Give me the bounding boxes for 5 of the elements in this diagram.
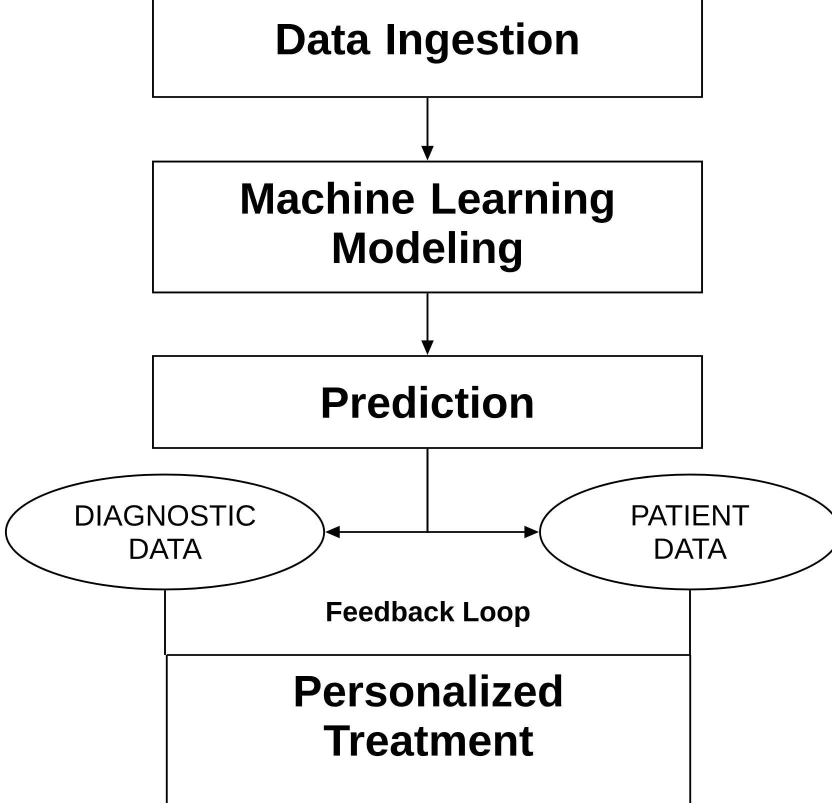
loop-label: Feedback Loop	[327, 600, 530, 628]
treatment-box: Personalized Treatment	[166, 654, 692, 803]
process-box: Machine Learning Modeling	[152, 160, 703, 294]
process-box: Prediction	[152, 355, 703, 449]
process-box: Data Ingestion	[152, 0, 703, 98]
